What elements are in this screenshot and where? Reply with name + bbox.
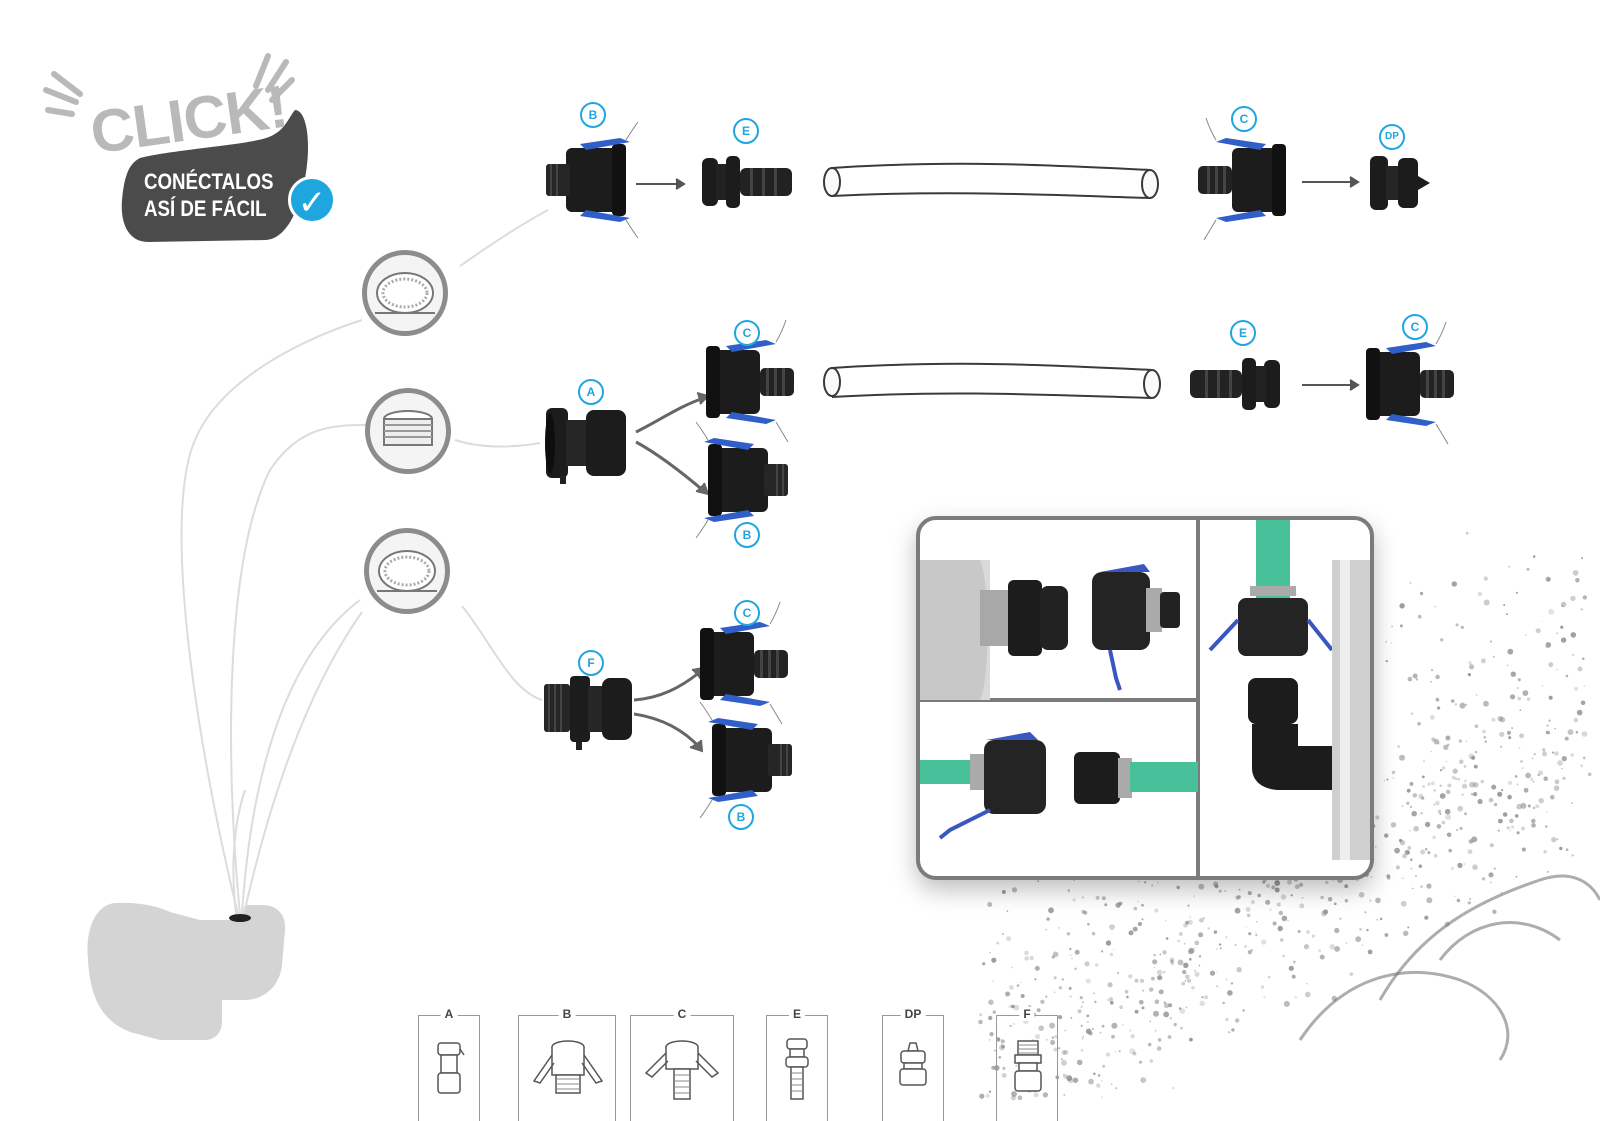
- badge-row1-E: E: [733, 118, 759, 144]
- pump-silhouette: [87, 902, 286, 1040]
- part-DP-row1: [1370, 156, 1430, 210]
- legend-label-C: C: [673, 1007, 691, 1021]
- legend-item-F: F: [996, 1007, 1058, 1121]
- badge-row2-C2: C: [1402, 314, 1428, 340]
- badge-row2-C: C: [734, 320, 760, 346]
- badge-row3-F: F: [578, 650, 604, 676]
- legend-icon-E: [785, 1038, 809, 1100]
- legend-item-B: B: [518, 1007, 616, 1121]
- legend-label-B: B: [558, 1007, 576, 1021]
- badge-row2-E: E: [1230, 320, 1256, 346]
- photo-vertical-assembly: [1208, 520, 1370, 860]
- legend-label-E: E: [788, 1007, 806, 1021]
- badge-row2-B: B: [734, 522, 760, 548]
- hose-tube-row2: [823, 362, 1161, 399]
- badge-row1-DP: DP: [1379, 124, 1405, 150]
- badge-row3-C: C: [734, 600, 760, 626]
- part-E-row2: [1190, 358, 1280, 410]
- legend-icon-F: [1014, 1040, 1042, 1092]
- legend-icon-C: [644, 1040, 720, 1100]
- part-C-row2b: [1365, 321, 1455, 445]
- legend-item-E: E: [766, 1007, 828, 1121]
- female-thread-circle-1: [362, 250, 448, 336]
- click-banner-graphic: [43, 53, 308, 242]
- legend-icon-DP: [899, 1042, 927, 1086]
- part-B-row2: [695, 421, 789, 539]
- slogan-line-1: CONÉCTALOS: [144, 169, 274, 194]
- badge-row1-C: C: [1231, 106, 1257, 132]
- part-C-row1: [1197, 117, 1287, 241]
- badge-row3-B: B: [728, 804, 754, 830]
- part-F-row3: [544, 676, 632, 750]
- legend-label-DP: DP: [900, 1007, 926, 1021]
- connect-slogan: CONÉCTALOS ASÍ DE FÁCIL: [144, 168, 274, 222]
- usage-photos: [920, 520, 1370, 876]
- slogan-line-2: ASÍ DE FÁCIL: [144, 196, 267, 221]
- hose-tube-row1: [823, 162, 1159, 199]
- female-thread-circle-2: [364, 528, 450, 614]
- part-B-row3: [699, 701, 793, 819]
- badge-row2-A: A: [578, 379, 604, 405]
- legend-item-A: A: [418, 1007, 480, 1121]
- photo-pump-outlet: [920, 560, 1180, 700]
- part-B-row1: [545, 121, 639, 239]
- part-A-row2: [545, 408, 626, 484]
- part-E-row1: [702, 156, 792, 208]
- badge-row1-B: B: [580, 102, 606, 128]
- legend-item-C: C: [630, 1007, 734, 1121]
- legend-icon-B: [532, 1040, 604, 1094]
- legend-item-DP: DP: [882, 1007, 944, 1121]
- legend-label-A: A: [440, 1007, 458, 1021]
- male-thread-circle: [365, 388, 451, 474]
- legend-label-F: F: [1019, 1007, 1035, 1021]
- check-icon: ✓: [288, 176, 336, 224]
- photo-hose-couplings: [920, 732, 1198, 840]
- usage-photo-panel: [916, 516, 1374, 880]
- legend-icon-A: [437, 1042, 465, 1094]
- connection-lines: [180, 209, 549, 915]
